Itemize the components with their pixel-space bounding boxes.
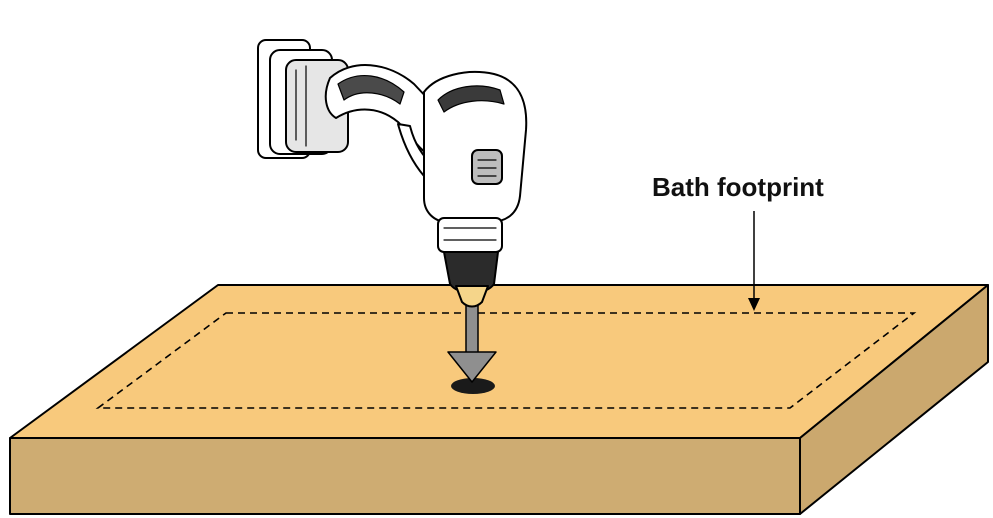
bath-footprint-outline bbox=[95, 312, 917, 409]
label-arrow bbox=[748, 211, 760, 311]
drill-hole bbox=[451, 378, 495, 394]
direction-switch bbox=[471, 149, 503, 185]
board-side bbox=[799, 284, 989, 515]
drill-chuck-tip bbox=[455, 285, 489, 308]
board bbox=[9, 284, 989, 515]
cordless-drill-icon bbox=[257, 39, 528, 308]
drill-torque-collar bbox=[437, 217, 503, 253]
board-front bbox=[9, 437, 801, 515]
drill-top-panel bbox=[437, 85, 505, 113]
drill-grip bbox=[337, 75, 405, 105]
bath-footprint-label: Bath footprint bbox=[652, 172, 824, 202]
flat-wood-bit-icon bbox=[447, 304, 497, 383]
drill-body bbox=[423, 71, 528, 223]
